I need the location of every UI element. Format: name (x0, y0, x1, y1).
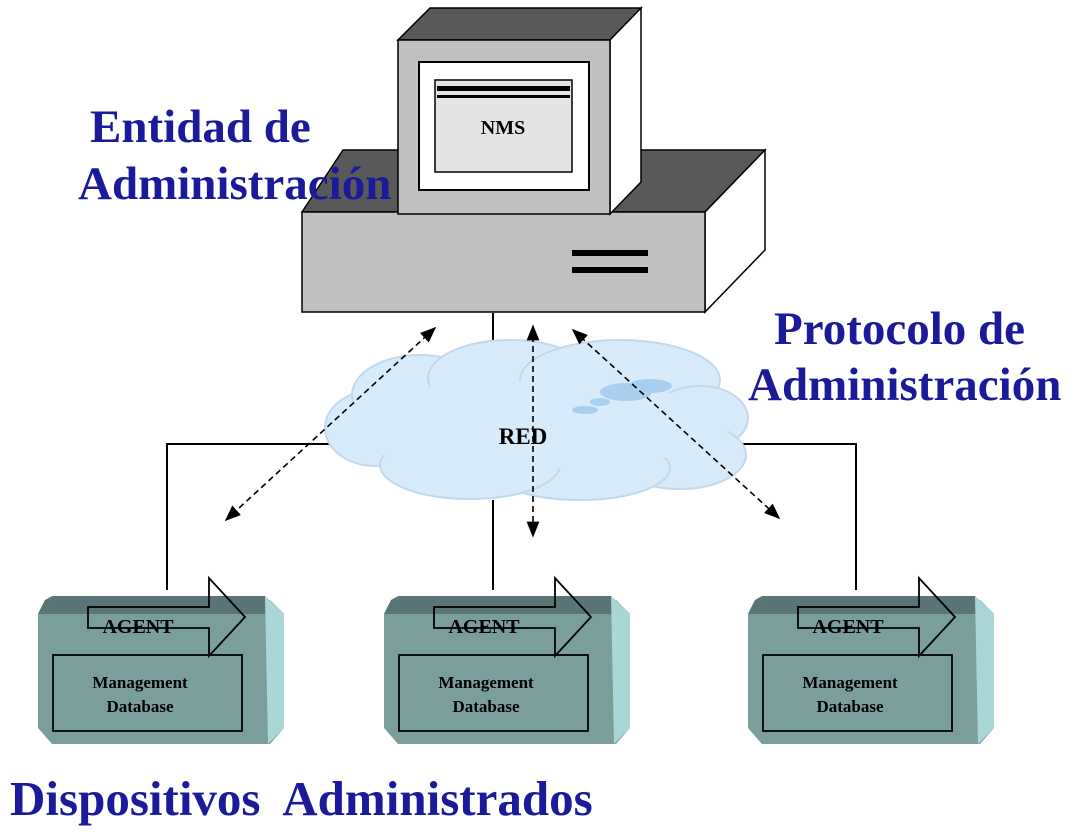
agent-label: AGENT (102, 616, 174, 638)
management-database-box (762, 654, 953, 732)
network-cloud: RED (324, 339, 749, 501)
managed-device-3: AGENT Management Database (748, 575, 994, 744)
management-database-box (52, 654, 243, 732)
db-label-line2: Database (106, 697, 174, 716)
db-label-line1: Management (802, 673, 898, 692)
drive-slot-icon (572, 250, 648, 273)
agent-label: AGENT (812, 616, 884, 638)
agent-label: AGENT (448, 616, 520, 638)
managed-devices-label: Dispositivos Administrados (10, 771, 593, 826)
db-label-line1: Management (438, 673, 534, 692)
agent-arrow-icon (433, 575, 593, 659)
management-protocol-label-line2: Administración (748, 359, 1062, 411)
managed-device-1: AGENT Management Database (38, 575, 284, 744)
network-label: RED (499, 424, 548, 449)
protocol-arrows (224, 324, 781, 538)
management-database-box (398, 654, 589, 732)
managed-device-2: AGENT Management Database (384, 575, 630, 744)
management-entity-label-line1: Entidad de (90, 101, 311, 153)
agent-arrow-icon (797, 575, 957, 659)
db-label-line2: Database (452, 697, 520, 716)
nms-label: NMS (481, 117, 525, 139)
protocol-arrow-left (224, 326, 437, 522)
protocol-arrow-right (571, 328, 781, 520)
db-label-line1: Management (92, 673, 188, 692)
management-entity-label-line2: Administración (78, 158, 392, 210)
management-protocol-label-line1: Protocolo de (774, 303, 1026, 355)
agent-arrow-icon (87, 575, 247, 659)
db-label-line2: Database (816, 697, 884, 716)
nms-computer: NMS (300, 6, 767, 314)
